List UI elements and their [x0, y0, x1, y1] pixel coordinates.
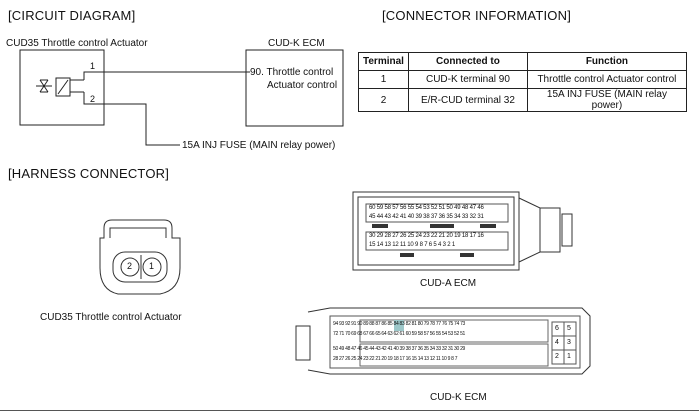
table-cell-terminal: 1	[358, 70, 409, 89]
cud-k-side-pin: 6	[555, 325, 559, 332]
connector-info-table: Terminal Connected to Function 1 CUD-K t…	[358, 52, 687, 112]
circuit-diagram-title: [CIRCUIT DIAGRAM]	[8, 8, 136, 23]
ecm-label: CUD-K ECM	[268, 38, 325, 49]
header-function: Function	[526, 52, 687, 71]
cud-k-side-pin: 3	[567, 339, 571, 346]
cud-k-pin-row: 94 93 92 91 90 89 88 87 86 85 84 83 82 8…	[333, 321, 466, 327]
table-cell-function: 15A INJ FUSE (MAIN relay power)	[526, 88, 687, 112]
cud35-caption: CUD35 Throttle control Actuator	[40, 312, 182, 323]
cud-k-connector-drawing	[295, 307, 591, 375]
ecm-pin-90-function: Actuator control	[267, 80, 338, 91]
connector-information-title: [CONNECTOR INFORMATION]	[382, 8, 572, 23]
cud-k-pin-row: 28 27 26 25 24 23 22 21 20 19 18 17 16 1…	[333, 356, 458, 362]
table-cell-terminal: 2	[358, 88, 409, 112]
harness-connector-title: [HARNESS CONNECTOR]	[8, 166, 170, 181]
cud-k-pin-row: 50 49 48 47 46 45 44 43 42 41 40 39 38 3…	[333, 346, 466, 352]
ecm-pin-90-label: 90. Throttle control	[250, 67, 334, 78]
cud-k-side-pin: 4	[555, 339, 559, 346]
cud-a-caption: CUD-A ECM	[420, 278, 477, 289]
actuator-label: CUD35 Throttle control Actuator	[6, 38, 148, 49]
actuator-pin-2: 2	[90, 94, 96, 104]
wire-pin2	[83, 92, 180, 146]
table-cell-connected-to: E/R-CUD terminal 32	[407, 88, 528, 112]
cud-k-side-pin: 2	[555, 353, 559, 360]
table-cell-function: Throttle control Actuator control	[526, 70, 687, 89]
cud35-connector-drawing	[99, 219, 181, 295]
cud-k-side-pin: 1	[567, 353, 571, 360]
wire-pin1	[83, 71, 250, 80]
actuator-box	[19, 49, 105, 126]
cud35-pin-1: 1	[149, 261, 155, 271]
table-header-row: Terminal Connected to Function	[358, 52, 687, 71]
actuator-symbol-icon	[36, 77, 84, 97]
cud-k-pin-row: 72 71 70 69 68 67 66 65 64 63 62 61 60 5…	[333, 331, 466, 337]
cud35-pin-2: 2	[127, 261, 133, 271]
cud-a-pin-row: 60 59 58 57 56 55 54 53 52 51 50 49 48 4…	[369, 205, 484, 211]
table-cell-connected-to: CUD-K terminal 90	[407, 70, 528, 89]
table-row: 1 CUD-K terminal 90 Throttle control Act…	[358, 70, 687, 89]
table-row: 2 E/R-CUD terminal 32 15A INJ FUSE (MAIN…	[358, 88, 687, 112]
cud-a-pin-row: 15 14 13 12 11 10 9 8 7 6 5 4 3 2 1	[369, 242, 455, 248]
fuse-label: 15A INJ FUSE (MAIN relay power)	[182, 140, 336, 151]
cud-a-pin-row: 30 29 28 27 26 25 24 23 22 21 20 19 18 1…	[369, 233, 484, 239]
header-connected-to: Connected to	[407, 52, 528, 71]
header-terminal: Terminal	[358, 52, 409, 71]
cud-a-connector-drawing	[352, 191, 573, 271]
cud-a-pin-row: 45 44 43 42 41 40 39 38 37 36 35 34 33 3…	[369, 214, 484, 220]
cud-k-caption: CUD-K ECM	[430, 392, 487, 403]
cud-k-side-pin: 5	[567, 325, 571, 332]
actuator-pin-1: 1	[90, 61, 96, 71]
ecm-box	[245, 49, 344, 127]
